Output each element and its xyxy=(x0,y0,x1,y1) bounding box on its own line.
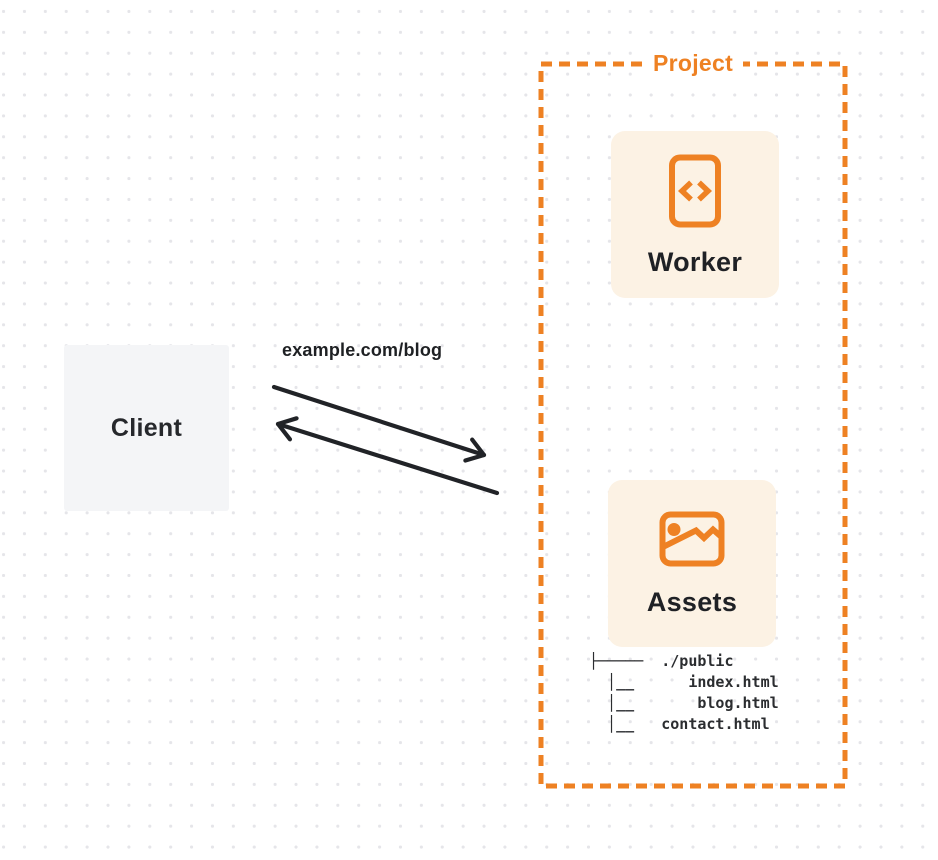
client-label: Client xyxy=(110,413,183,442)
tree-line-contact: │__ contact.html xyxy=(589,715,770,733)
response-arrow xyxy=(275,416,500,496)
assets-file-tree: ├───── ./public │__ index.html │__ blog.… xyxy=(589,651,779,735)
assets-box: Assets xyxy=(608,480,776,647)
project-label: Project xyxy=(642,50,744,77)
request-arrow xyxy=(271,384,487,463)
tree-line-blog: │__ blog.html xyxy=(589,694,779,712)
tree-line-public: ├───── ./public xyxy=(589,652,734,670)
worker-label: Worker xyxy=(647,246,743,277)
worker-box: Worker xyxy=(611,131,779,298)
tree-line-index: │__ index.html xyxy=(589,673,779,691)
request-url-label: example.com/blog xyxy=(282,340,443,360)
project-label-row: Project xyxy=(541,50,845,77)
image-icon xyxy=(659,511,725,567)
client-box: Client xyxy=(64,345,229,511)
assets-label: Assets xyxy=(646,587,738,617)
code-file-icon xyxy=(669,154,721,227)
